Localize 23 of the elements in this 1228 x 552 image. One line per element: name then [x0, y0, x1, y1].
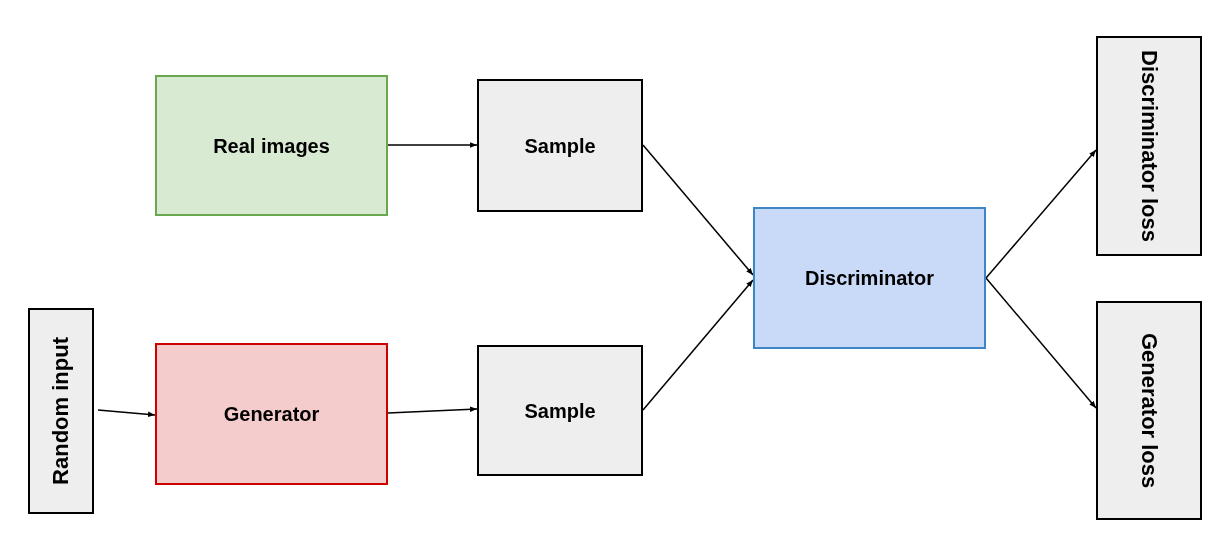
- arrow: [387, 142, 478, 148]
- arrow: [97, 409, 156, 418]
- process-box: [477, 345, 643, 476]
- process-box: [155, 343, 388, 485]
- box-label: Real images: [213, 134, 330, 157]
- box-label: Generator: [223, 403, 320, 425]
- process-box: [1096, 36, 1202, 256]
- box-label: Sample: [524, 134, 596, 157]
- arrow: [985, 277, 1097, 409]
- arrow: [642, 144, 754, 276]
- box-label: Generator loss: [1136, 332, 1162, 489]
- box-label: Random input: [48, 337, 74, 485]
- arrow: [985, 149, 1097, 279]
- process-box: [155, 75, 388, 216]
- arrow: [642, 279, 754, 411]
- box-label: Discriminator loss: [1136, 50, 1162, 242]
- process-box: [477, 79, 643, 212]
- box-label: Sample: [524, 399, 596, 422]
- process-box: [1096, 301, 1202, 520]
- process-box: [753, 207, 986, 349]
- process-box: [28, 308, 94, 514]
- arrow: [387, 406, 478, 414]
- box-label: Discriminator: [805, 267, 934, 289]
